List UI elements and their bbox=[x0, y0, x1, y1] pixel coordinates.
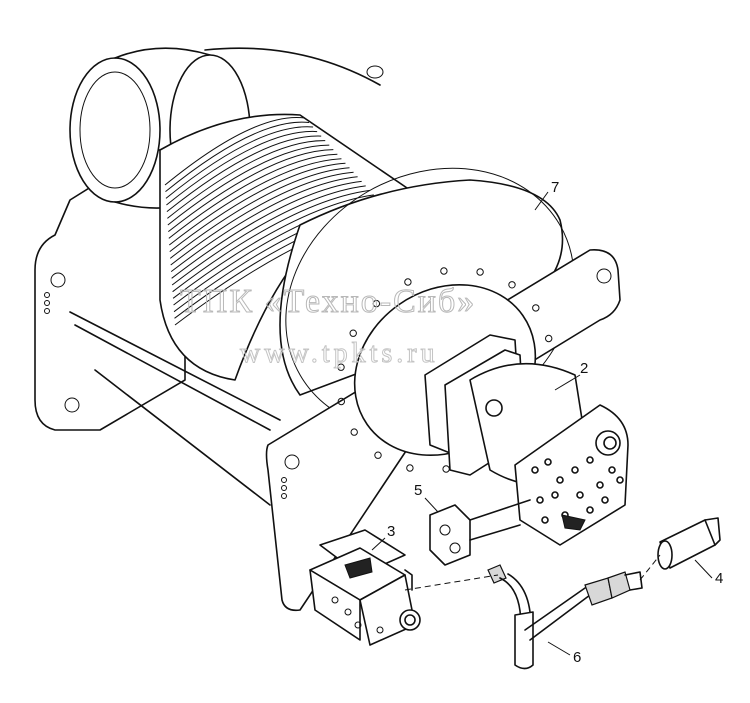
rope-groove bbox=[169, 167, 350, 259]
watermark: ТПК «Техно-Сиб» www.tpkts.ru bbox=[180, 283, 476, 370]
callout-5: 5 bbox=[414, 482, 422, 499]
rope-groove bbox=[166, 131, 318, 206]
rope-groove bbox=[171, 180, 362, 279]
rope-groove bbox=[169, 162, 346, 253]
motor-bolt bbox=[571, 466, 579, 474]
flange-bolt-hole bbox=[350, 428, 358, 436]
rope-groove bbox=[165, 121, 310, 193]
flange-bolt-hole bbox=[406, 464, 414, 472]
rope-groove bbox=[165, 126, 314, 199]
motor-bolt bbox=[596, 481, 604, 489]
motor-bolt bbox=[601, 496, 609, 504]
hydraulic-hose bbox=[487, 564, 643, 670]
rope-groove bbox=[171, 185, 366, 286]
motor-bolt bbox=[556, 476, 564, 484]
motor-bolt bbox=[541, 516, 549, 524]
motor-bolt bbox=[544, 458, 552, 466]
rope-groove bbox=[166, 135, 322, 213]
rope-groove bbox=[168, 158, 342, 246]
motor-bolt bbox=[586, 456, 594, 464]
flange-bolt-hole bbox=[337, 363, 345, 371]
leader-lines bbox=[371, 191, 713, 656]
flange-bolt-hole bbox=[508, 281, 516, 289]
rope-drum bbox=[159, 113, 411, 381]
flange-bolt-hole bbox=[532, 304, 540, 312]
motor-bolt bbox=[576, 491, 584, 499]
callout-3: 3 bbox=[387, 523, 395, 540]
rope-groove bbox=[170, 176, 358, 273]
rope-groove bbox=[172, 194, 374, 299]
callout-4: 4 bbox=[715, 570, 723, 587]
watermark-line2: www.tpkts.ru bbox=[240, 338, 439, 369]
motor-bolt bbox=[616, 476, 624, 484]
callout-6: 6 bbox=[573, 649, 581, 666]
adapter-plate bbox=[429, 499, 531, 566]
flange-bolt-hole bbox=[374, 451, 382, 459]
rope-groove bbox=[168, 149, 334, 233]
flange-bolt-hole bbox=[372, 299, 381, 308]
rope-groove bbox=[172, 189, 370, 293]
flange-bolt-hole bbox=[440, 267, 448, 275]
flange-bolt-hole bbox=[476, 268, 484, 276]
hydraulic-motor bbox=[424, 334, 629, 546]
callouts: 7 2 5 3 4 6 bbox=[387, 179, 723, 666]
motor-bolt bbox=[536, 496, 544, 504]
rope-groove bbox=[170, 171, 354, 266]
flange-bolt-hole bbox=[442, 465, 450, 473]
flange-bolt-hole bbox=[404, 278, 412, 286]
hose-coupling bbox=[657, 517, 721, 570]
rope-groove bbox=[167, 140, 326, 219]
callout-2: 2 bbox=[580, 360, 588, 377]
motor-bolt bbox=[586, 506, 594, 514]
flange-bolt-hole bbox=[545, 334, 553, 343]
watermark-line1: ТПК «Техно-Сиб» bbox=[180, 283, 476, 320]
rope-groove bbox=[164, 116, 306, 186]
assembly-lines bbox=[404, 554, 661, 591]
valve-block bbox=[309, 529, 421, 646]
callout-7: 7 bbox=[551, 179, 559, 196]
rope-groove bbox=[167, 144, 330, 226]
flange-bolt-hole bbox=[337, 397, 345, 406]
rear-flange-plate bbox=[34, 149, 281, 506]
flange-bolt-hole bbox=[349, 329, 357, 337]
motor-bolt bbox=[608, 466, 616, 474]
rope-groove bbox=[168, 153, 338, 239]
motor-bolt bbox=[531, 466, 539, 474]
motor-bolt bbox=[551, 491, 559, 499]
